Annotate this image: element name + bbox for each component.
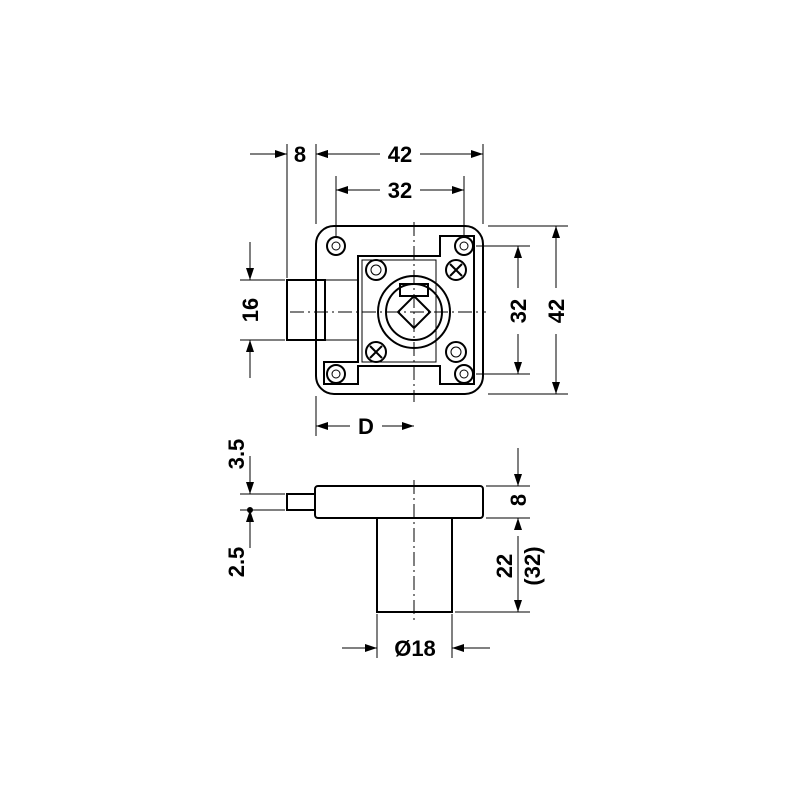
- dim-bolt-height: 16: [238, 298, 263, 322]
- mounting-hole-icon: [454, 236, 474, 256]
- bolt: [286, 279, 326, 341]
- dim-cylinder-diameter: Ø18: [394, 636, 436, 661]
- dim-hole-spacing-v: 32: [506, 299, 531, 323]
- dim-bolt-top-gap: 3.5: [224, 439, 249, 470]
- plain-screw-icon: [445, 341, 467, 363]
- inner-housing-rim: [361, 259, 437, 363]
- side-view: 3.5 2.5 8 22 (32) Ø18: [224, 439, 545, 661]
- inner-housing: [323, 235, 475, 385]
- dim-bolt-offset: 8: [294, 142, 306, 167]
- cross-screw-icon: [445, 259, 467, 281]
- mounting-hole-icon: [454, 364, 474, 384]
- dim-backset: D: [358, 414, 374, 439]
- dim-cylinder-length-alt: (32): [520, 546, 545, 585]
- corner-holes: [326, 236, 474, 384]
- top-view: 8 42 32 16 32 42 D: [238, 140, 570, 440]
- dim-plate-thickness: 8: [506, 494, 531, 506]
- mounting-hole-icon: [326, 364, 346, 384]
- inner-screws: [365, 259, 467, 363]
- plain-screw-icon: [365, 259, 387, 281]
- mounting-hole-icon: [326, 236, 346, 256]
- dim-body-height: 42: [544, 299, 569, 323]
- side-plate: [314, 485, 484, 519]
- dim-body-width: 42: [388, 142, 412, 167]
- cross-screw-icon: [365, 341, 387, 363]
- dim-cylinder-length: 22: [492, 554, 517, 578]
- dim-hole-spacing-h: 32: [388, 178, 412, 203]
- side-bolt: [286, 493, 316, 511]
- dim-bolt-bottom-gap: 2.5: [224, 547, 249, 578]
- lock-body-plate: [315, 225, 484, 395]
